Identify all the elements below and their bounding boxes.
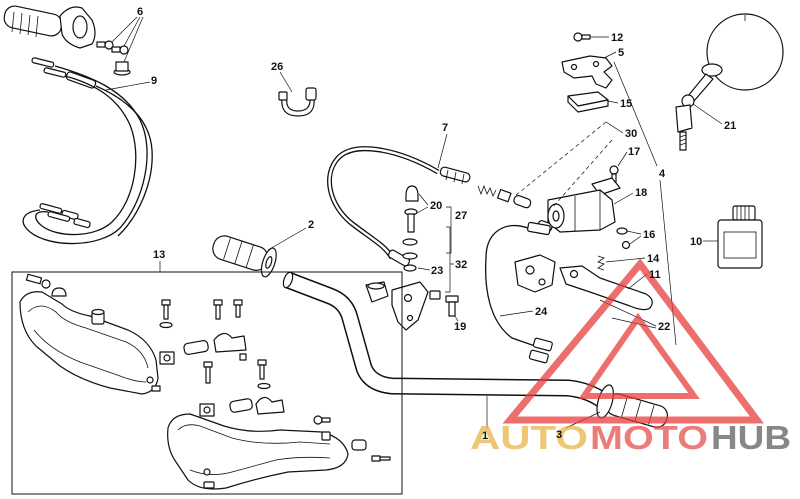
callout-27: 27 — [455, 210, 467, 222]
watermark-auto: AUTO — [470, 419, 588, 456]
callout-20: 20 — [430, 200, 442, 212]
clutch-cable — [327, 146, 553, 267]
switch-wire — [484, 221, 553, 364]
callout-32: 32 — [455, 259, 467, 271]
callout-13: 13 — [153, 249, 165, 261]
callout-4: 4 — [659, 168, 666, 180]
watermark-moto: MOTO — [590, 419, 708, 456]
lever-bracket-parts — [561, 32, 613, 113]
callout-26: 26 — [271, 61, 283, 73]
callout-2: 2 — [308, 219, 314, 231]
callout-17: 17 — [628, 146, 640, 158]
callout-24: 24 — [535, 306, 548, 318]
callout-15: 15 — [620, 98, 632, 110]
callout-10: 10 — [690, 236, 702, 248]
callout-22: 22 — [658, 321, 670, 333]
callout-19: 19 — [454, 321, 466, 333]
throttle-grip-assembly — [3, 5, 131, 76]
throttle-cables — [22, 57, 153, 245]
callout-18: 18 — [635, 187, 647, 199]
callout-12: 12 — [611, 32, 623, 44]
leader-lines — [105, 16, 723, 429]
callout-7: 7 — [442, 122, 448, 134]
callout-16: 16 — [643, 229, 655, 241]
logo-triangle-inner — [578, 312, 700, 399]
callout-30: 30 — [625, 128, 637, 140]
fluid-bottle — [717, 205, 763, 269]
callout-3: 3 — [556, 429, 562, 441]
callout-23: 23 — [431, 265, 443, 277]
watermark-logo: AUTO MOTO HUB — [470, 258, 791, 456]
brake-lever — [514, 254, 653, 311]
watermark-hub: HUB — [711, 419, 791, 456]
callout-labels: 6 9 26 12 5 15 21 7 30 4 17 18 20 27 16 … — [137, 6, 736, 442]
callout-9: 9 — [151, 75, 157, 87]
handguard-kit — [11, 271, 403, 495]
master-cylinder — [547, 165, 631, 271]
cable-clamp — [278, 87, 317, 117]
callout-6: 6 — [137, 6, 143, 18]
callout-11: 11 — [649, 269, 661, 281]
callout-21: 21 — [724, 120, 736, 132]
logo-triangle-outer — [502, 258, 764, 424]
callout-14: 14 — [647, 253, 660, 265]
callout-1: 1 — [482, 430, 488, 442]
mounting-hardware — [365, 185, 459, 331]
left-grip — [212, 235, 277, 278]
callout-5: 5 — [618, 47, 624, 59]
mirror — [675, 13, 784, 151]
handlebar — [282, 271, 607, 408]
